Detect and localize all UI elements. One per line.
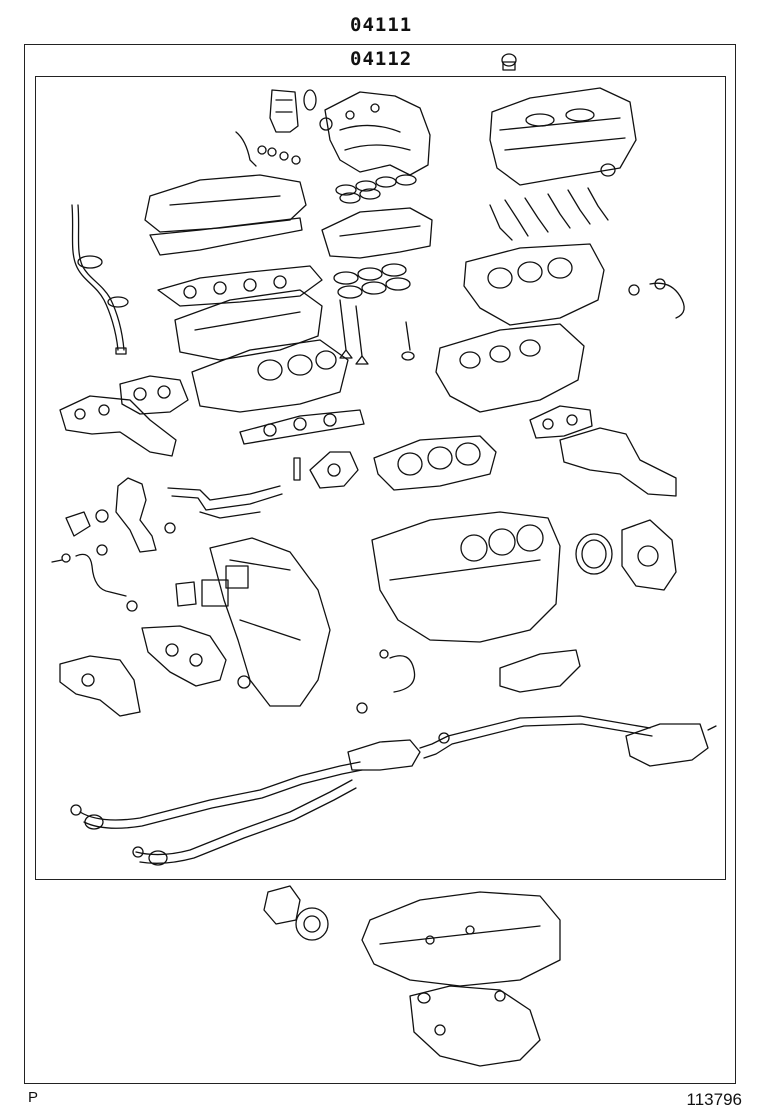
hose-fitting-parts: [235, 131, 301, 167]
illustration-number: 113796: [686, 1090, 742, 1109]
timing-belt-cover-part: [269, 89, 333, 133]
exhaust-manifold-gasket-left: [119, 375, 189, 415]
dipstick-guide-part: [71, 204, 129, 355]
part-code-04111: 04111: [350, 14, 413, 36]
valve-cover-left-part: [144, 174, 307, 256]
cylinder-head-left-part: [174, 289, 323, 361]
valve-stem-parts: [339, 299, 415, 365]
transmission-case-part: [361, 891, 561, 987]
cylinder-head-lower-right-part: [435, 323, 585, 413]
exhaust-manifold-right-part: [559, 427, 677, 497]
exhaust-front-pipe-part: [70, 761, 363, 866]
rear-plate-part: [621, 519, 677, 591]
intake-plenum-part: [324, 91, 431, 176]
cylinder-block-part: [371, 511, 561, 643]
center-muffler-part: [347, 715, 653, 771]
valve-cover-right-part: [489, 87, 637, 186]
oil-strainer-part: [409, 985, 541, 1067]
exhaust-manifold-left-part: [59, 395, 177, 457]
rear-oil-seal-part: [575, 533, 613, 575]
head-gasket-right-part: [373, 435, 497, 491]
intake-manifold-runners-part: [321, 207, 433, 259]
engine-mount-part: [263, 885, 329, 941]
cylinder-head-right-part: [463, 243, 605, 326]
oil-pump-gasket-part: [141, 625, 251, 689]
thermostat-housing-part: [309, 451, 359, 489]
water-outlet-parts: [65, 477, 176, 553]
intake-gasket-set-2: [333, 263, 411, 299]
part-code-04112: 04112: [350, 48, 413, 70]
sensor-wire-part: [628, 278, 685, 319]
tail-pipe-upper-part: [499, 649, 581, 693]
inner-kit-frame: [35, 76, 726, 880]
intake-gasket-set-1: [335, 174, 417, 204]
exhaust-manifold-gasket-right: [529, 405, 593, 439]
oil-pan-lower-part: [59, 655, 141, 717]
rocker-arm-parts: [489, 187, 609, 241]
oil-filler-cap-part: [501, 53, 517, 71]
page-marker: P: [28, 1089, 39, 1106]
cylinder-head-center-part: [191, 339, 349, 413]
head-gasket-left-part: [239, 409, 365, 445]
water-bypass-pipe-part: [167, 457, 301, 519]
timing-chain-cover-part: [175, 537, 331, 707]
rear-muffler-part: [625, 723, 717, 767]
oil-cooler-pipe-part: [51, 544, 138, 612]
pcv-hose-part: [356, 649, 416, 714]
outer-kit-frame: [24, 44, 736, 1084]
exhaust-gasket-row-part: [157, 265, 323, 307]
